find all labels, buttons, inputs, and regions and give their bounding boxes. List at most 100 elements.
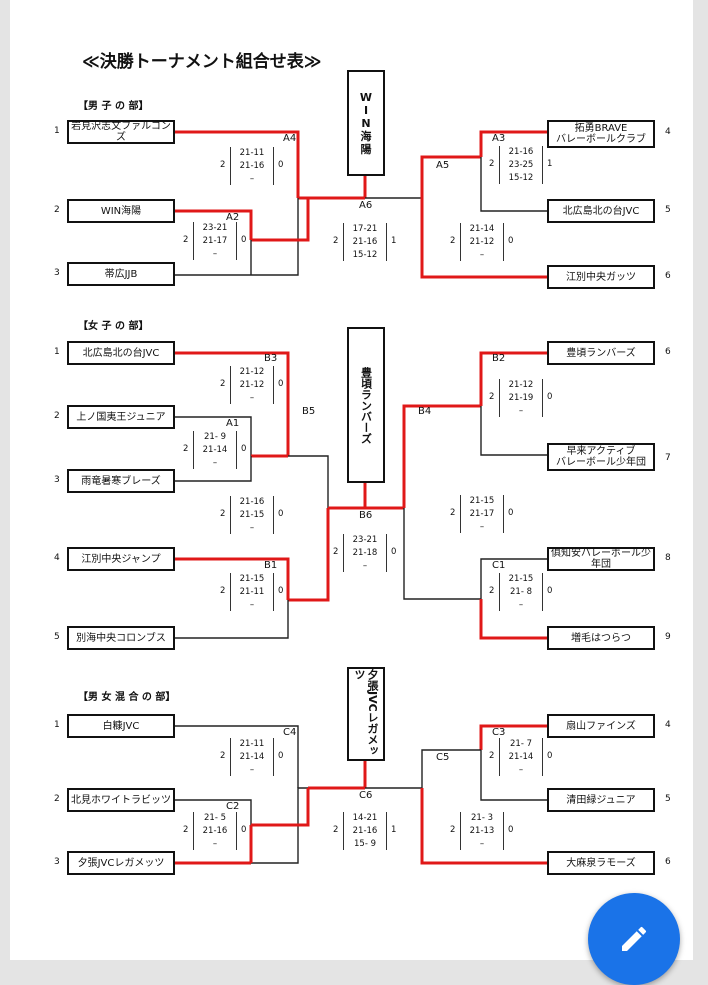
seed-number: 7 <box>665 453 671 463</box>
sets-won-right: 0 <box>278 586 284 596</box>
sets-won-right: 0 <box>508 236 514 246</box>
set-score: 21-12 <box>508 380 534 390</box>
set-score: 21-16 <box>352 237 378 247</box>
sets-won-left: 2 <box>183 235 189 245</box>
score-divider <box>460 495 461 533</box>
sets-won-left: 2 <box>450 825 456 835</box>
score-divider <box>273 573 274 611</box>
champion-box: 夕張JVCレガメッツ <box>347 667 385 761</box>
team-name: 江別中央ジャンプ <box>67 547 175 571</box>
match-code: B6 <box>359 510 373 521</box>
seed-number: 1 <box>54 720 60 730</box>
team-name: 清田緑ジュニア <box>547 788 655 812</box>
sets-won-left: 2 <box>333 825 339 835</box>
bracket-line <box>480 558 547 599</box>
score-divider <box>499 146 500 184</box>
sets-won-right: 0 <box>508 508 514 518</box>
set-score: 21-15 <box>508 574 534 584</box>
set-score: 21- 9 <box>204 432 226 442</box>
seed-number: 4 <box>665 720 671 730</box>
score-divider <box>273 147 274 185</box>
set-score: 21-11 <box>239 148 265 158</box>
match-code: A3 <box>492 133 506 144</box>
sets-won-left: 2 <box>333 547 339 557</box>
score-divider <box>542 738 543 776</box>
seed-number: 5 <box>54 632 60 642</box>
team-name: 北広島北の台JVC <box>547 199 655 223</box>
sets-won-left: 2 <box>220 586 226 596</box>
set-score: – <box>249 523 255 533</box>
team-name: 夕張JVCレガメッツ <box>67 851 175 875</box>
winner-path <box>251 788 310 827</box>
sets-won-right: 0 <box>278 379 284 389</box>
seed-number: 2 <box>54 205 60 215</box>
winner-path <box>420 155 481 198</box>
team-name: 江別中央ガッツ <box>547 265 655 289</box>
set-score: – <box>518 406 524 416</box>
winner-path <box>479 351 547 406</box>
sets-won-left: 2 <box>183 444 189 454</box>
set-score: – <box>249 765 255 775</box>
set-score: 21-12 <box>239 367 265 377</box>
match-code: C6 <box>359 790 373 801</box>
set-score: – <box>362 561 368 571</box>
sets-won-left: 2 <box>220 509 226 519</box>
seed-number: 4 <box>54 553 60 563</box>
bracket-line <box>175 725 299 788</box>
score-divider <box>503 812 504 850</box>
set-score: 21-14 <box>469 224 495 234</box>
set-score: 15-12 <box>352 250 378 260</box>
section-mixed: 【男 女 混 合 の 部】 <box>78 692 176 703</box>
seed-number: 5 <box>665 205 671 215</box>
pencil-icon <box>622 926 647 951</box>
winner-path <box>288 508 330 602</box>
match-code: B1 <box>264 560 278 571</box>
set-score: – <box>479 839 485 849</box>
team-name: 上ノ国夷王ジュニア <box>67 405 175 429</box>
sets-won-right: 0 <box>241 235 247 245</box>
set-score: – <box>249 600 255 610</box>
set-score: 23-21 <box>202 223 228 233</box>
section-boys: 【男 子 の 部】 <box>78 101 149 112</box>
sets-won-right: 1 <box>391 825 397 835</box>
seed-number: 2 <box>54 411 60 421</box>
set-score: 21-16 <box>508 147 534 157</box>
bracket-line <box>480 750 547 801</box>
set-score: – <box>249 393 255 403</box>
winner-path <box>420 788 547 865</box>
match-code: C1 <box>492 560 506 571</box>
sets-won-right: 0 <box>547 392 553 402</box>
match-code: A2 <box>226 212 240 223</box>
winner-path <box>175 209 253 240</box>
team-name: WIN海陽 <box>67 199 175 223</box>
sets-won-left: 2 <box>333 236 339 246</box>
set-score: 21-16 <box>352 826 378 836</box>
match-code: B5 <box>302 406 316 417</box>
team-name: 大麻泉ラモーズ <box>547 851 655 875</box>
match-code: A6 <box>359 200 373 211</box>
set-score: – <box>518 765 524 775</box>
seed-number: 6 <box>665 271 671 281</box>
score-divider <box>503 223 504 261</box>
set-score: 21-15 <box>239 574 265 584</box>
set-score: 21-14 <box>239 752 265 762</box>
bracket-line <box>175 456 252 482</box>
sets-won-left: 2 <box>220 751 226 761</box>
sets-won-right: 0 <box>241 444 247 454</box>
score-divider <box>236 222 237 260</box>
edit-button[interactable] <box>588 893 680 985</box>
match-code: C5 <box>436 752 450 763</box>
winner-path <box>420 198 547 279</box>
match-code: B2 <box>492 353 506 364</box>
winner-path <box>175 130 300 198</box>
set-score: 21-13 <box>469 826 495 836</box>
